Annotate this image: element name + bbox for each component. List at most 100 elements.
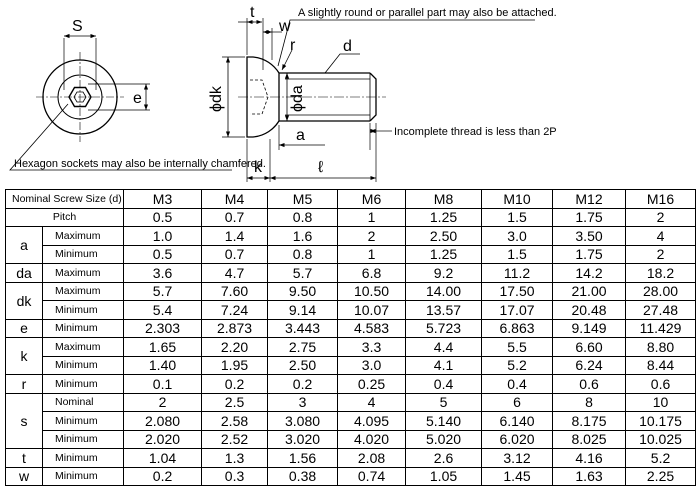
value-cell: 11.2: [481, 263, 554, 283]
value-cell: 5.020: [405, 430, 483, 449]
value-cell: 6.020: [481, 430, 554, 449]
value-cell: 1.6: [267, 226, 339, 246]
label-e: e: [133, 90, 142, 107]
note-round-part: A slightly round or parallel part may al…: [298, 7, 557, 19]
dimension-symbol: w: [5, 466, 43, 486]
size-header: M6: [337, 189, 407, 209]
value-cell: 2.52: [201, 430, 269, 449]
value-cell: 18.2: [625, 263, 697, 283]
row-label: Maximum: [41, 263, 125, 283]
value-cell: 1.5: [481, 244, 554, 264]
value-cell: 9.149: [552, 318, 627, 338]
value-cell: 10.175: [625, 411, 697, 431]
size-header: M4: [201, 189, 269, 209]
row-label: Nominal: [41, 392, 125, 412]
value-cell: 8.44: [625, 355, 697, 375]
value-cell: 7.24: [201, 300, 269, 320]
pitch-cell: 0.7: [201, 207, 269, 227]
value-cell: 3.020: [267, 430, 339, 449]
value-cell: 2.873: [201, 318, 269, 338]
value-cell: 6.140: [481, 411, 554, 431]
end-view: S e Hexagon sockets may also be internal…: [9, 18, 266, 171]
value-cell: 1.4: [201, 226, 269, 246]
label-s: S: [72, 18, 83, 35]
value-cell: 4: [625, 226, 697, 246]
label-da: ϕda: [289, 85, 306, 112]
value-cell: 0.6: [625, 374, 697, 394]
value-cell: 1: [337, 244, 407, 264]
value-cell: 0.8: [267, 244, 339, 264]
value-cell: 1.65: [123, 337, 203, 357]
value-cell: 13.57: [405, 300, 483, 320]
value-cell: 14.00: [405, 281, 483, 301]
value-cell: 8.80: [625, 337, 697, 357]
value-cell: 1.63: [552, 466, 627, 486]
value-cell: 8.025: [552, 430, 627, 449]
value-cell: 3.0: [481, 226, 554, 246]
size-header: M8: [405, 189, 483, 209]
value-cell: 9.50: [267, 281, 339, 301]
value-cell: 3.080: [267, 411, 339, 431]
label-a: a: [296, 127, 305, 144]
value-cell: 8: [552, 392, 627, 412]
value-cell: 3.50: [552, 226, 627, 246]
value-cell: 5.723: [405, 318, 483, 338]
pitch-cell: 1: [337, 207, 407, 227]
value-cell: 28.00: [625, 281, 697, 301]
value-cell: 2.020: [123, 430, 203, 449]
size-header: M16: [625, 189, 697, 209]
value-cell: 21.00: [552, 281, 627, 301]
value-cell: 2.58: [201, 411, 269, 431]
value-cell: 11.429: [625, 318, 697, 338]
row-label: Minimum: [41, 411, 125, 431]
value-cell: 14.2: [552, 263, 627, 283]
value-cell: 3.3: [337, 337, 407, 357]
size-header: M3: [123, 189, 203, 209]
value-cell: 2: [337, 226, 407, 246]
value-cell: 1.40: [123, 355, 203, 375]
value-cell: 6.24: [552, 355, 627, 375]
value-cell: 0.38: [267, 466, 339, 486]
value-cell: 6.60: [552, 337, 627, 357]
value-cell: 2: [625, 244, 697, 264]
value-cell: 2.25: [625, 466, 697, 486]
value-cell: 4.16: [552, 448, 627, 468]
note-thread: Incomplete thread is less than 2P: [394, 126, 557, 138]
value-cell: 3.12: [481, 448, 554, 468]
value-cell: 0.5: [123, 244, 203, 264]
row-label: Minimum: [41, 466, 125, 486]
value-cell: 4.7: [201, 263, 269, 283]
value-cell: 10.07: [337, 300, 407, 320]
label-w: w: [278, 18, 291, 35]
row-label: Maximum: [41, 337, 125, 357]
value-cell: 0.4: [405, 374, 483, 394]
value-cell: 6.863: [481, 318, 554, 338]
value-cell: 27.48: [625, 300, 697, 320]
note-hex-socket: Hexagon sockets may also be internally c…: [14, 158, 266, 170]
value-cell: 2.08: [337, 448, 407, 468]
dimension-symbol: e: [5, 318, 43, 338]
value-cell: 2: [123, 392, 203, 412]
value-cell: 17.07: [481, 300, 554, 320]
value-cell: 1.56: [267, 448, 339, 468]
value-cell: 2.6: [405, 448, 483, 468]
value-cell: 1.3: [201, 448, 269, 468]
pitch-cell: 1.75: [552, 207, 627, 227]
value-cell: 17.50: [481, 281, 554, 301]
value-cell: 10.50: [337, 281, 407, 301]
value-cell: 1.45: [481, 466, 554, 486]
value-cell: 5.140: [405, 411, 483, 431]
value-cell: 5.4: [123, 300, 203, 320]
value-cell: 4: [337, 392, 407, 412]
value-cell: 5.7: [123, 281, 203, 301]
row-label: Minimum: [41, 374, 125, 394]
value-cell: 1.25: [405, 244, 483, 264]
